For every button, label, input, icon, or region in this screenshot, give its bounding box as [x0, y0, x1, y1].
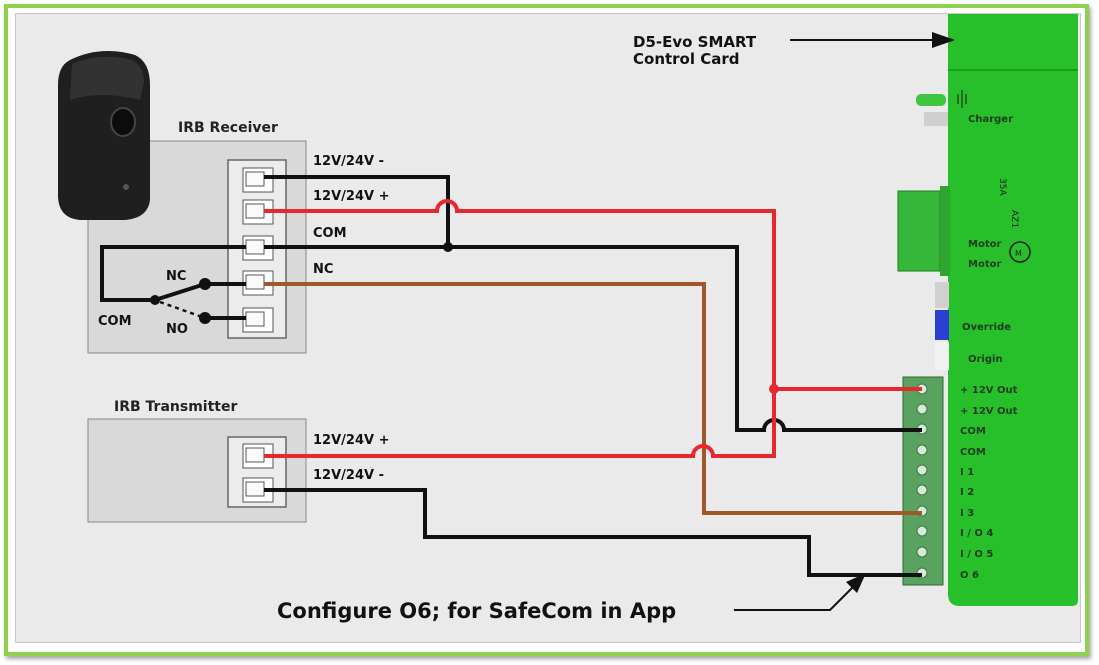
card-label: I 1: [960, 467, 974, 478]
receiver-terminal-label: 12V/24V -: [313, 154, 384, 169]
transmitter-terminal-label: 12V/24V +: [313, 433, 389, 448]
card-label: COM: [960, 426, 986, 437]
wire-brown-nc: [264, 282, 922, 515]
card-label: Charger: [968, 114, 1013, 125]
wire-black-receiver-neg: [264, 175, 450, 247]
d5-evo-control-card: M 35A AZ1 Charger Motor Motor Override O…: [897, 14, 1078, 606]
transmitter-title: IRB Transmitter: [114, 399, 237, 415]
receiver-terminal-label: 12V/24V +: [313, 189, 389, 204]
svg-text:M: M: [1015, 249, 1022, 258]
wire-red-receiver-pos: [264, 199, 922, 394]
receiver-terminal-label: COM: [313, 226, 347, 241]
fuse-label: 35A: [997, 178, 1007, 196]
receiver-title: IRB Receiver: [178, 120, 278, 136]
wire-black-com: [264, 242, 922, 432]
footer-note: Configure O6; for SafeCom in App: [277, 599, 676, 623]
transmitter-terminal-label: 12V/24V -: [313, 468, 384, 483]
card-label: + 12V Out: [960, 385, 1018, 396]
relay-nc-label: NC: [166, 269, 186, 284]
card-label: I 2: [960, 487, 974, 498]
relay-label: AZ1: [1009, 210, 1019, 228]
card-title-line2: Control Card: [633, 50, 740, 68]
card-label: COM: [960, 447, 986, 458]
relay-com-label: COM: [98, 314, 132, 329]
ir-receiver-photo: [58, 51, 150, 220]
card-title-arrow: [790, 32, 955, 48]
card-label: Motor: [968, 259, 1001, 270]
wire-black-transmitter-neg: [264, 488, 922, 577]
card-label: Override: [962, 322, 1011, 333]
receiver-terminal-label: NC: [313, 262, 333, 277]
card-title-line1: D5-Evo SMART: [633, 33, 757, 51]
card-label: + 12V Out: [960, 406, 1018, 417]
card-label: Motor: [968, 239, 1001, 250]
irb-transmitter: IRB Transmitter 12V/24V + 12V/24V -: [87, 399, 389, 523]
wire-red-transmitter-pos: [264, 389, 776, 458]
relay-no-label: NO: [166, 322, 188, 337]
card-label: I 3: [960, 508, 974, 519]
card-label: O 6: [960, 570, 979, 581]
card-label: I / O 5: [960, 549, 993, 560]
card-label: Origin: [968, 354, 1003, 365]
card-label: I / O 4: [960, 528, 993, 539]
footer-arrow: [734, 573, 866, 611]
